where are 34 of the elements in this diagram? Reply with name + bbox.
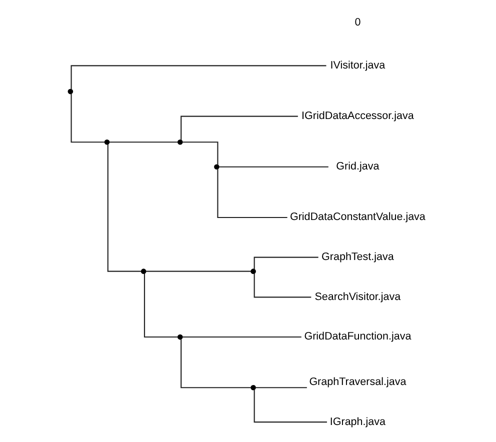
node-text: GraphTraversal.java: [309, 376, 406, 388]
node-dot: [104, 139, 110, 145]
node-text: GridDataConstantValue.java: [290, 211, 426, 224]
node-dot: [177, 334, 183, 340]
node-dot: [140, 268, 146, 274]
node-text: IVisitor.java: [330, 59, 386, 72]
connector: [70, 65, 326, 90]
connector: [70, 94, 105, 143]
node-dot: [250, 268, 256, 274]
node-dot: [68, 88, 74, 94]
node-dot: [250, 384, 256, 390]
connector: [254, 390, 327, 423]
connector: [107, 144, 142, 272]
node-text: IGridDataAccessor.java: [302, 110, 414, 122]
connector: [217, 169, 288, 218]
connector: [146, 270, 251, 272]
node-text: GridDataFunction.java: [304, 330, 412, 343]
connector: [109, 142, 178, 143]
node-text: SearchVisitor.java: [314, 290, 401, 303]
connector: [180, 339, 251, 388]
node-text: IGraph.java: [330, 416, 386, 428]
connector: [254, 256, 318, 270]
connector: [182, 336, 302, 338]
connector: [254, 273, 312, 298]
connector: [219, 166, 328, 168]
node-dot: [177, 139, 183, 145]
node-text: GraphTest.java: [322, 251, 394, 264]
connector: [255, 387, 307, 388]
connector: [182, 142, 218, 165]
label: 0: [354, 16, 361, 28]
node-text: Grid.java: [336, 160, 380, 173]
connector: [180, 116, 298, 140]
connector: [144, 274, 178, 338]
node-dot: [214, 164, 220, 170]
